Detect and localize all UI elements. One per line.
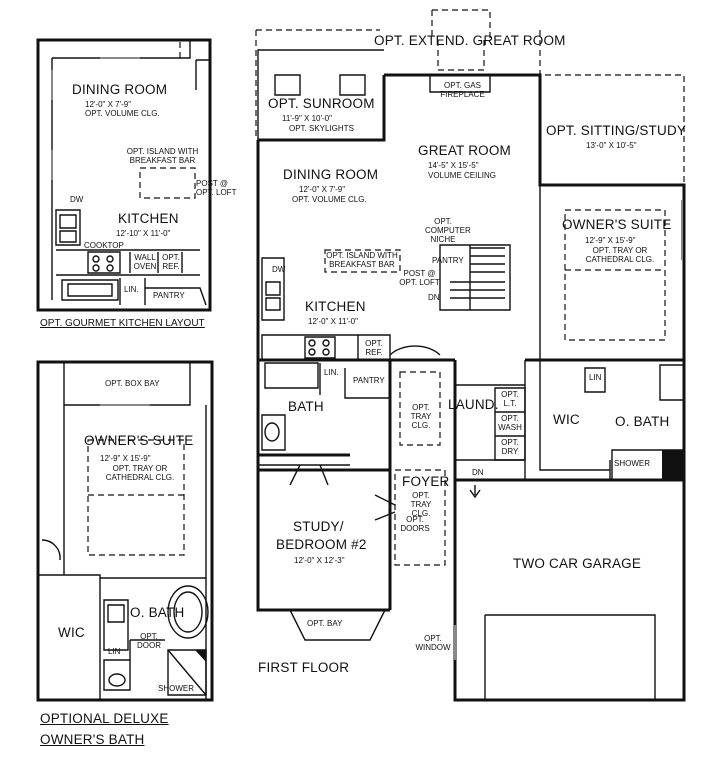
deluxe-caption-line2: OWNER'S BATH (40, 732, 145, 747)
sunroom-note: OPT. SKYLIGHTS (289, 124, 354, 133)
main-opt-ref-label: OPT. REF. (365, 339, 383, 357)
great-room-dims: 14'-5" X 15'-5" (428, 161, 479, 170)
dining-room-dims: 12'-0" X 7'-9" (299, 185, 346, 194)
opt-lt-label: OPT. L.T. (501, 390, 519, 408)
opt-wash-label: OPT. WASH (498, 414, 522, 432)
gourmet-opt-ref-label: OPT. REF. (162, 253, 180, 271)
stair-dn-label: DN (428, 293, 440, 302)
great-room-title: GREAT ROOM (418, 143, 512, 158)
great-room-note: VOLUME CEILING (428, 171, 497, 180)
hall-tray-label: OPT. TRAY CLG. (410, 403, 432, 430)
owners-bath-label: O. BATH (615, 414, 670, 429)
deluxe-lin-label: LIN (108, 647, 121, 656)
kitchen-dims: 12'-0" X 11'-0" (308, 317, 358, 326)
extend-great-room-label: OPT. EXTEND. GREAT ROOM (374, 33, 566, 48)
study-title: STUDY/ (293, 519, 344, 534)
sunroom-dims: 11'-9" X 10'-0" (282, 114, 332, 123)
gourmet-cooktop-label: COOKTOP (84, 241, 124, 250)
opt-doors-label: OPT. DOORS (400, 515, 430, 533)
deluxe-obath-label: O. BATH (130, 605, 185, 620)
main-lin-label: LIN. (324, 368, 339, 377)
deluxe-caption-line1: OPTIONAL DELUXE (40, 711, 169, 726)
gourmet-caption: OPT. GOURMET KITCHEN LAYOUT (40, 318, 205, 329)
main-shower-label: SHOWER (614, 459, 650, 468)
gourmet-post-label: POST @ OPT. LOFT (196, 179, 237, 197)
gourmet-wall-oven-label: WALL OVEN (133, 253, 157, 271)
kitchen-title: KITCHEN (305, 299, 366, 314)
study-dims: 12'-0" X 12'-3" (294, 556, 345, 565)
wic-label: WIC (553, 412, 580, 427)
sitting-study-dims: 13'-0" X 10'-5" (586, 141, 637, 150)
opt-dry-label: OPT. DRY (501, 438, 519, 456)
gourmet-lin-label: LIN. (124, 285, 139, 294)
owners-suite-title: OWNER'S SUITE (562, 217, 672, 232)
opt-bay-label: OPT. BAY (307, 619, 343, 628)
deluxe-box-bay-label: OPT. BOX BAY (105, 379, 160, 388)
sitting-study-title: OPT. SITTING/STUDY (546, 123, 687, 138)
gourmet-kitchen-dims: 12'-10" X 11'-0" (116, 229, 171, 238)
first-floor-label: FIRST FLOOR (258, 660, 350, 675)
dining-room-title: DINING ROOM (283, 167, 379, 182)
deluxe-door-label: OPT. DOOR (137, 632, 161, 650)
main-lin2-label: LIN (589, 373, 602, 382)
gourmet-dining-title: DINING ROOM (72, 82, 168, 97)
deluxe-suite-title: OWNER'S SUITE (84, 433, 194, 448)
gas-fireplace-label: OPT. GAS FIREPLACE (440, 81, 485, 99)
main-pantry-label: PANTRY (353, 376, 385, 385)
gourmet-island-label: OPT. ISLAND WITH BREAKFAST BAR (126, 147, 199, 165)
laundry-label: LAUND. (448, 397, 499, 412)
bedroom-2-title: BEDROOM #2 (276, 537, 367, 552)
gourmet-dining-dims: 12'-0" X 7'-9" (85, 100, 132, 109)
foyer-title: FOYER (402, 474, 450, 489)
owners-suite-dims: 12'-9" X 15'-9" (585, 236, 636, 245)
stair-pantry-label: PANTRY (432, 256, 464, 265)
dining-room-note: OPT. VOLUME CLG. (292, 195, 367, 204)
deluxe-wic-label: WIC (58, 625, 85, 640)
main-dw-label: DW (272, 265, 286, 274)
deluxe-suite-note: OPT. TRAY OR CATHEDRAL CLG. (105, 464, 175, 482)
main-post-label: POST @ OPT. LOFT (399, 269, 440, 287)
owners-suite-note: OPT. TRAY OR CATHEDRAL CLG. (585, 246, 655, 264)
gourmet-pantry-label: PANTRY (153, 291, 185, 300)
foyer-note: OPT. TRAY CLG. (410, 491, 432, 518)
gourmet-kitchen-plan (36, 38, 212, 312)
garage-dn-label: DN (472, 468, 484, 477)
sunroom-title: OPT. SUNROOM (268, 96, 375, 111)
deluxe-bath-plan (36, 360, 214, 702)
main-island-label: OPT. ISLAND WITH BREAKFAST BAR (326, 251, 398, 269)
garage-title: TWO CAR GARAGE (513, 556, 642, 571)
first-floor-plan (255, 9, 686, 702)
deluxe-shower-label: SHOWER (158, 684, 194, 693)
gourmet-dining-note: OPT. VOLUME CLG. (85, 109, 160, 118)
bath-label: BATH (288, 399, 324, 414)
gourmet-dw-label: DW (70, 195, 84, 204)
opt-window-label: OPT. WINDOW (415, 634, 451, 652)
gourmet-kitchen-title: KITCHEN (118, 211, 179, 226)
deluxe-suite-dims: 12'-9" X 15'-9" (100, 454, 151, 463)
computer-niche-label: OPT. COMPUTER NICHE (425, 217, 471, 244)
